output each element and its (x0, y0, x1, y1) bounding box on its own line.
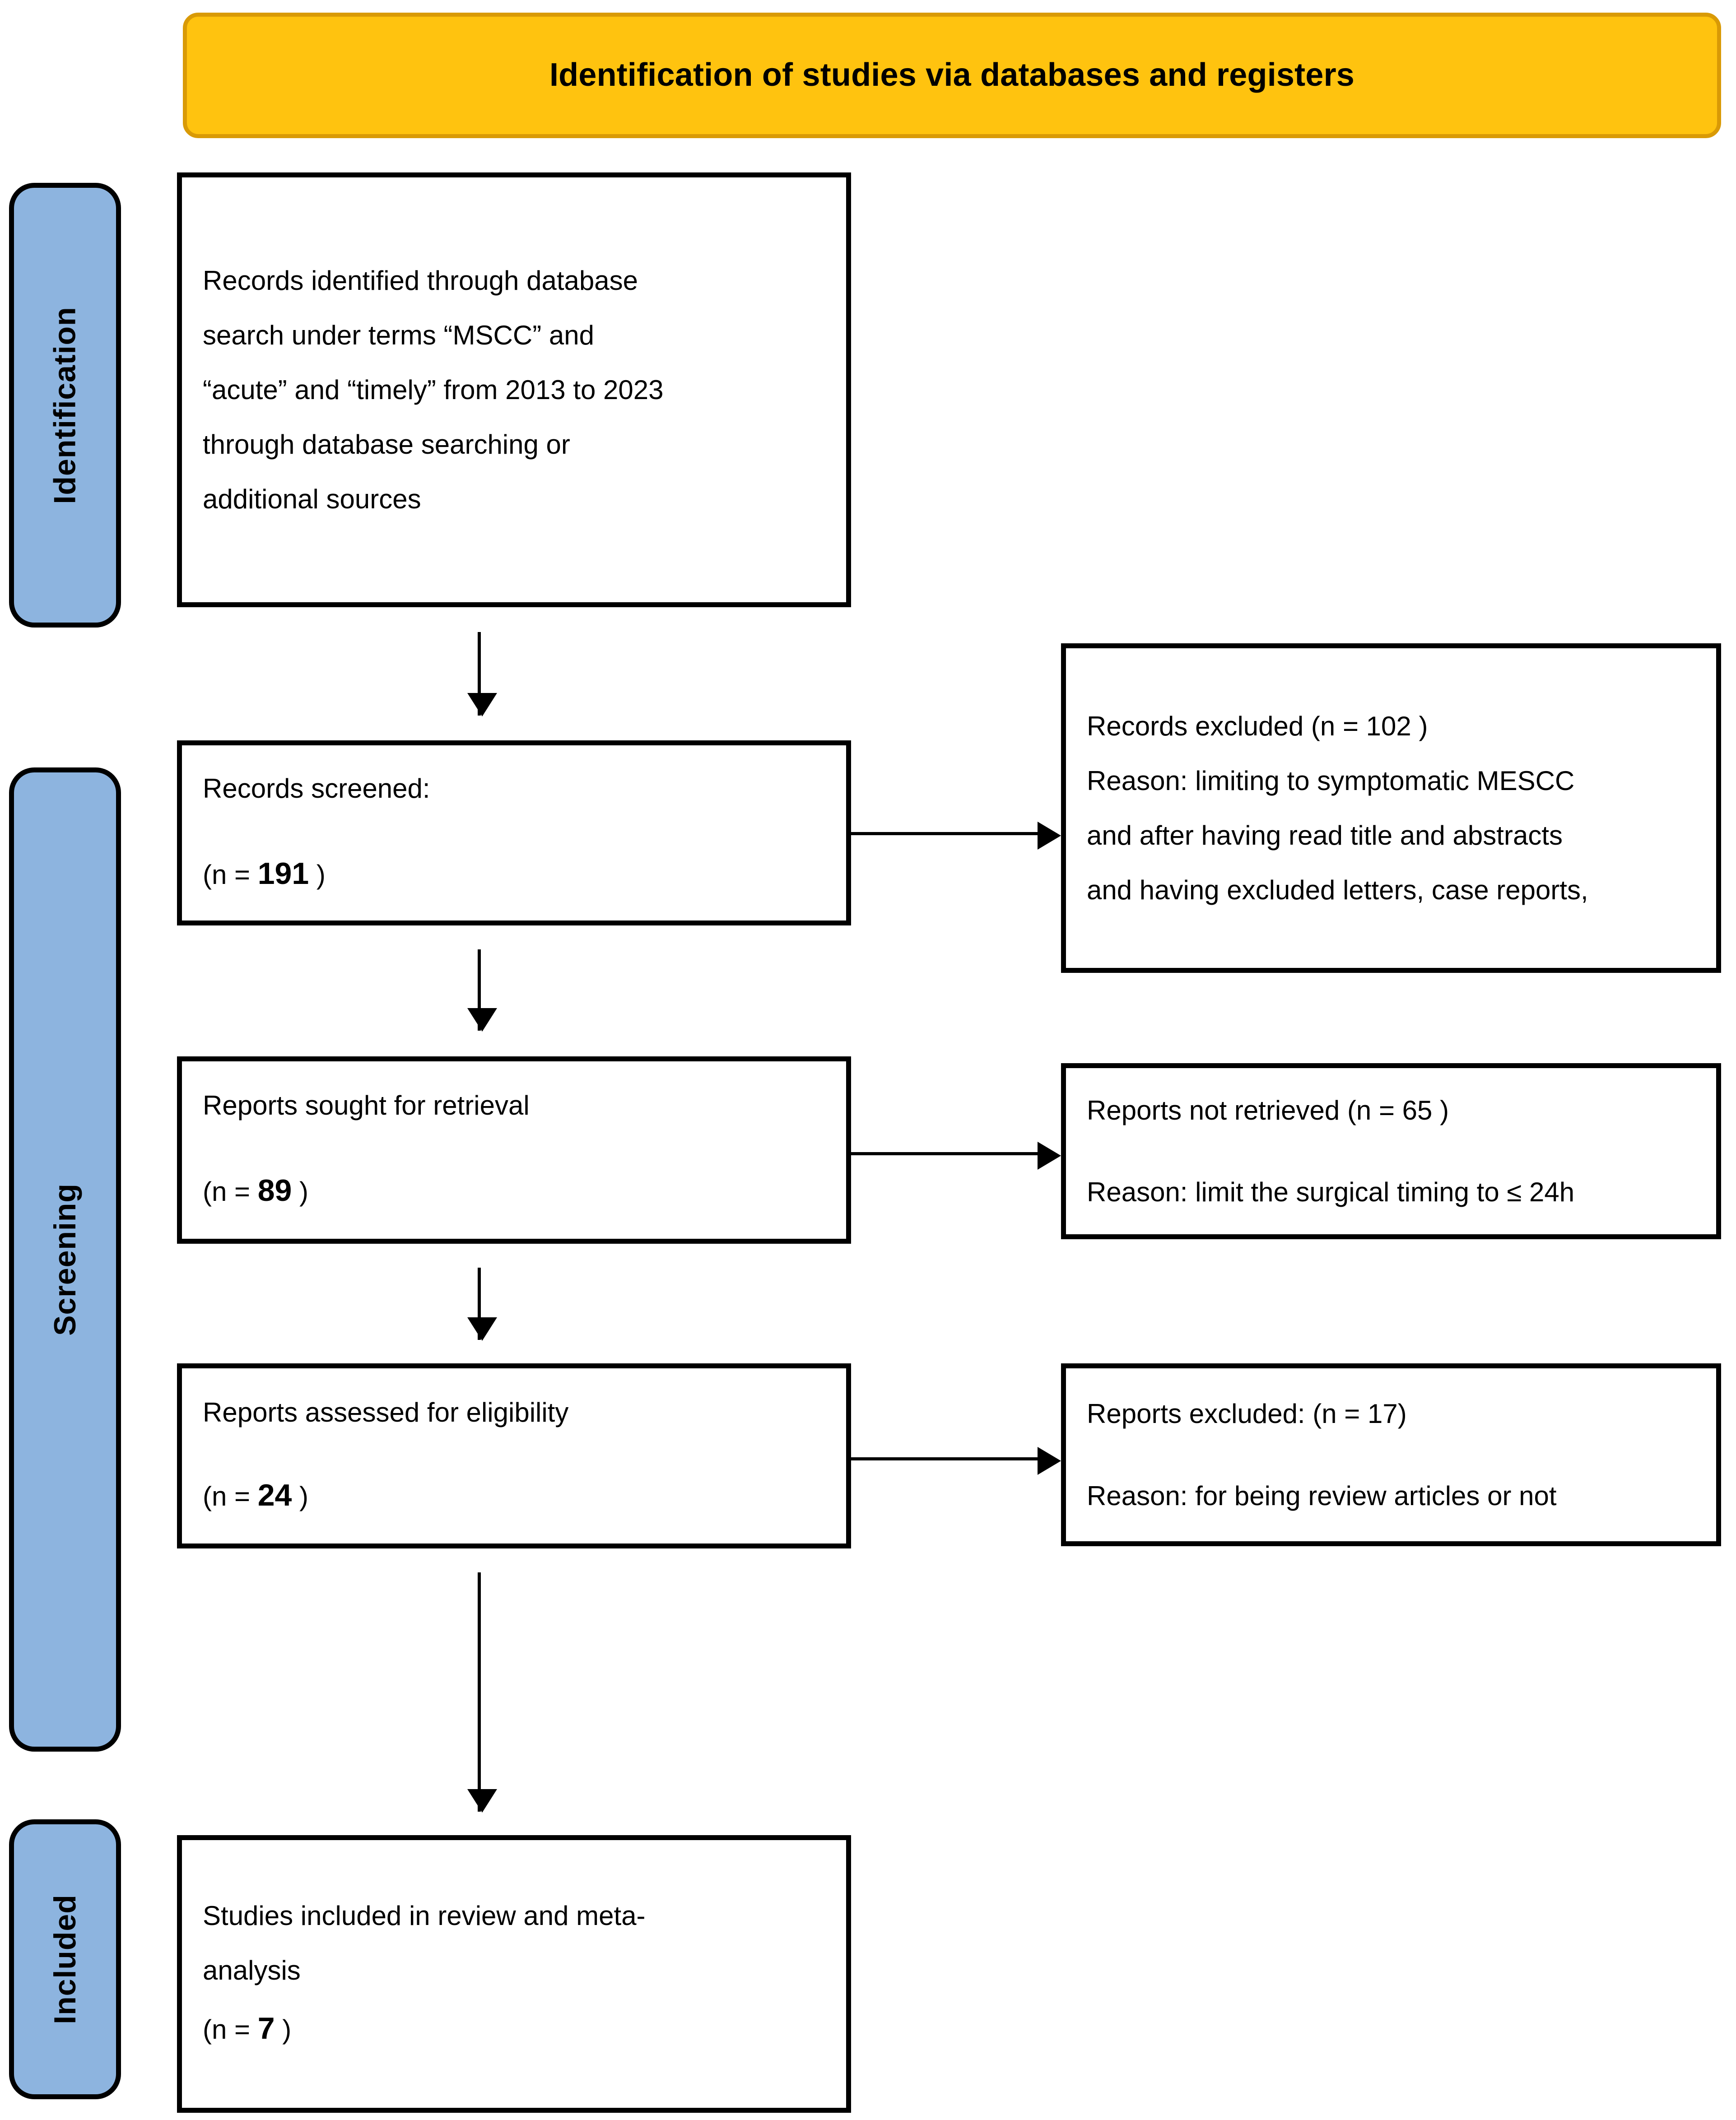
reports-sought-label: Reports sought for retrieval (203, 1090, 530, 1121)
box-records-screened: Records screened: (n = 191 ) (177, 740, 851, 925)
records-excluded-heading: Records excluded (n = 102 ) (1087, 711, 1428, 741)
studies-included-line-1: Studies included in review and meta- (203, 1900, 646, 1931)
arrow-screened-to-sought (467, 949, 497, 1032)
stage-label-screening: Screening (9, 767, 121, 1752)
studies-included-count: 7 (257, 2011, 275, 2046)
stage-identification-text: Identification (48, 306, 83, 504)
banner-title: Identification of studies via databases … (549, 57, 1355, 93)
records-screened-count: 191 (257, 856, 309, 891)
reports-sought-count-prefix: (n = (203, 1176, 258, 1207)
box-reports-assessed-for-eligibility: Reports assessed for eligibility (n = 24… (177, 1363, 851, 1548)
records-excluded-reason-line-1: Reason: limiting to symptomatic MESCC (1087, 765, 1575, 796)
stage-screening-text: Screening (48, 1183, 82, 1336)
arrow-sought-to-assessed (467, 1268, 497, 1341)
box-reports-not-retrieved: Reports not retrieved (n = 65 ) Reason: … (1061, 1063, 1721, 1239)
records-identified-line-2: search under terms “MSCC” and (203, 320, 594, 350)
stage-label-included: Included (9, 1819, 121, 2099)
reports-sought-count: 89 (257, 1173, 292, 1208)
records-identified-line-1: Records identified through database (203, 265, 638, 296)
arrow-identified-to-screened (467, 632, 497, 716)
records-screened-count-line: (n = 191 ) (203, 843, 825, 905)
reports-sought-count-line: (n = 89 ) (203, 1160, 825, 1222)
box-reports-sought-for-retrieval: Reports sought for retrieval (n = 89 ) (177, 1056, 851, 1244)
reports-assessed-count-suffix: ) (292, 1481, 309, 1512)
arrow-sought-to-not-retrieved (851, 1142, 1061, 1170)
arrow-assessed-to-reports-excluded (851, 1447, 1061, 1475)
records-identified-line-5: additional sources (203, 484, 421, 515)
studies-included-line-2: analysis (203, 1955, 301, 1985)
records-identified-line-3: “acute” and “timely” from 2013 to 2023 (203, 374, 664, 405)
reports-not-retrieved-heading: Reports not retrieved (n = 65 ) (1087, 1095, 1449, 1125)
reports-assessed-count-prefix: (n = (203, 1481, 258, 1512)
records-screened-label: Records screened: (203, 773, 430, 804)
box-records-excluded: Records excluded (n = 102 ) Reason: limi… (1061, 643, 1721, 973)
arrow-screened-to-records-excluded (851, 822, 1061, 850)
reports-assessed-count-line: (n = 24 ) (203, 1464, 825, 1526)
reports-assessed-count: 24 (257, 1478, 292, 1513)
stage-label-identification: Identification (9, 183, 121, 628)
records-identified-line-4: through database searching or (203, 429, 570, 460)
stage-included-text: Included (48, 1894, 83, 2024)
reports-excluded-heading: Reports excluded: (n = 17) (1087, 1399, 1407, 1429)
reports-not-retrieved-reason: Reason: limit the surgical timing to ≤ 2… (1087, 1177, 1575, 1207)
studies-included-count-prefix: (n = (203, 2014, 258, 2045)
studies-included-count-line: (n = 7 ) (203, 1998, 825, 2060)
records-screened-count-prefix: (n = (203, 859, 258, 890)
studies-included-count-suffix: ) (275, 2014, 292, 2045)
box-reports-excluded: Reports excluded: (n = 17) Reason: for b… (1061, 1363, 1721, 1546)
records-excluded-reason-line-2: and after having read title and abstract… (1087, 820, 1563, 851)
records-screened-count-suffix: ) (309, 859, 326, 890)
box-studies-included: Studies included in review and meta- ana… (177, 1835, 851, 2113)
reports-assessed-label: Reports assessed for eligibility (203, 1397, 569, 1428)
reports-excluded-reason: Reason: for being review articles or not (1087, 1480, 1557, 1511)
records-excluded-reason-line-3: and having excluded letters, case report… (1087, 875, 1588, 906)
header-banner: Identification of studies via databases … (183, 13, 1721, 138)
arrow-assessed-to-included (467, 1572, 497, 1813)
box-records-identified: Records identified through database sear… (177, 172, 851, 607)
reports-sought-count-suffix: ) (292, 1176, 309, 1207)
